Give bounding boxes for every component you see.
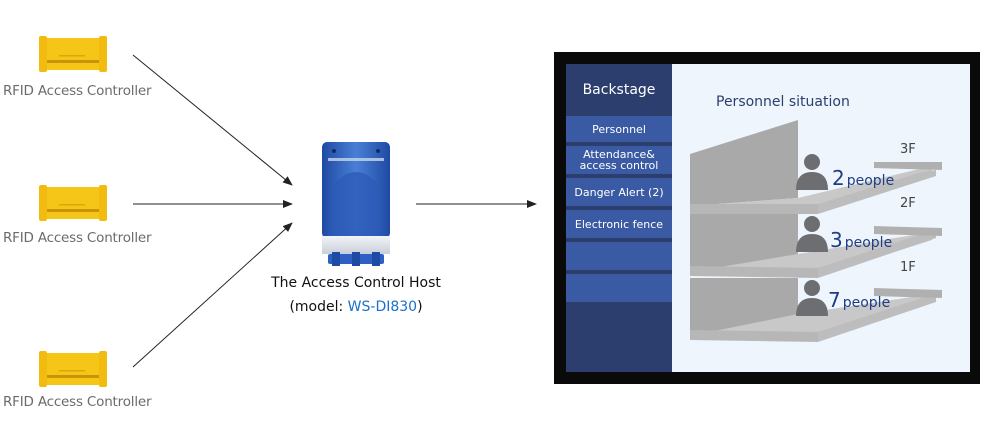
person-icon <box>796 280 828 316</box>
rfid-controller-icon <box>39 351 107 387</box>
sidebar-item-electronic-fence[interactable]: Electronic fence <box>566 210 672 238</box>
arrow-controller-3-to-host <box>132 222 293 368</box>
floor-3f-shape <box>690 120 942 214</box>
sidebar-item-danger-alert[interactable]: Danger Alert (2) <box>566 178 672 206</box>
rfid-controller-icon <box>39 185 107 221</box>
sidebar-item-empty-1[interactable] <box>566 242 672 270</box>
people-unit: people <box>844 235 893 251</box>
rfid-controller-label: RFID Access Controller <box>3 83 152 99</box>
floor-1f-shape <box>690 278 942 342</box>
personnel-situation-title: Personnel situation <box>716 94 850 110</box>
host-model: (model: WS-DI830) <box>246 299 466 315</box>
sidebar-item-empty-2[interactable] <box>566 274 672 302</box>
monitor-display: Backstage Personnel Attendance& access c… <box>554 52 980 384</box>
floor-2f-shape <box>690 214 942 278</box>
people-unit: people <box>846 173 895 189</box>
host-model-value: WS-DI830 <box>347 299 418 315</box>
building-floors-illustration <box>690 120 942 342</box>
sidebar: Backstage Personnel Attendance& access c… <box>566 64 672 372</box>
people-count: 3 <box>830 228 843 252</box>
rfid-controller-label: RFID Access Controller <box>3 394 152 410</box>
people-unit: people <box>842 295 891 311</box>
rfid-controller-icon <box>39 36 107 72</box>
arrow-controller-1-to-host <box>132 54 293 186</box>
sidebar-title: Backstage <box>582 82 656 98</box>
floor-label-1f: 1F <box>900 260 916 275</box>
people-count: 7 <box>828 288 841 312</box>
person-icon <box>796 216 828 252</box>
host-model-prefix: (model: <box>289 299 348 315</box>
host-title: The Access Control Host <box>271 275 441 291</box>
floor-label-2f: 2F <box>900 196 916 211</box>
rfid-controller-label: RFID Access Controller <box>3 230 152 246</box>
sidebar-item-attendance[interactable]: Attendance& access control <box>566 146 672 174</box>
sidebar-item-personnel[interactable]: Personnel <box>566 116 672 142</box>
floor-label-3f: 3F <box>900 142 916 157</box>
people-count: 2 <box>832 166 845 190</box>
access-control-host-device-icon <box>322 142 390 266</box>
host-model-suffix: ) <box>417 299 423 315</box>
person-icon <box>796 154 828 190</box>
backstage-screen: Backstage Personnel Attendance& access c… <box>566 64 970 372</box>
